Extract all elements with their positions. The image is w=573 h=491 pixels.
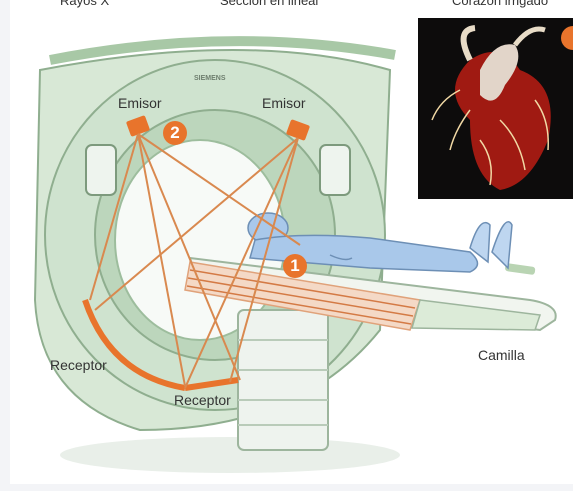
step-badge-one: 1 (283, 254, 307, 278)
patient-foot-right (492, 222, 512, 268)
brand-label: SIEMENS (194, 75, 226, 82)
receptor-left-label: Receptor (50, 357, 107, 373)
emitter-right-label: Emisor (262, 95, 306, 111)
table-label: Camilla (478, 347, 525, 363)
right-control-panel (320, 145, 350, 195)
receptor-bottom-label: Receptor (174, 392, 231, 408)
left-control-panel (86, 145, 116, 195)
table-pedestal (238, 310, 328, 450)
floor-shadow (60, 437, 400, 473)
emitter-left-label: Emisor (118, 95, 162, 111)
step-badge-two: 2 (163, 121, 187, 145)
